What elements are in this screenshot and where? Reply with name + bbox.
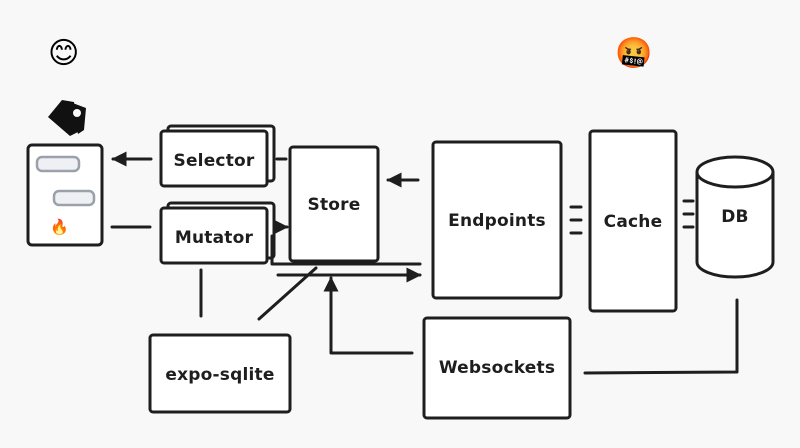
fire-icon: 🔥 [50, 218, 69, 236]
cache-label: Cache [604, 212, 663, 232]
connectors [110, 151, 739, 375]
cursing-face-icon: 🤬 [615, 36, 652, 70]
selector-node: Selector [159, 124, 276, 188]
mutator-label: Mutator [175, 228, 254, 248]
smiling-face-icon: 😊 [48, 37, 79, 70]
expo-sqlite-node: expo-sqlite [148, 333, 292, 414]
store-node: Store [288, 145, 380, 263]
selector-label: Selector [174, 151, 255, 171]
line-db-to-websockets [583, 298, 739, 375]
endpoints-label: Endpoints [448, 211, 546, 231]
cache-node: Cache [588, 129, 678, 313]
arrow-websockets-to-store [323, 276, 414, 355]
websockets-label: Websockets [439, 358, 555, 378]
store-label: Store [308, 195, 361, 215]
database-cylinder-icon: DB [695, 155, 775, 279]
app-logo-icon [48, 100, 86, 136]
endpoints-node: Endpoints [431, 140, 563, 300]
line-sqlite-to-store [257, 266, 318, 321]
expo-sqlite-label: expo-sqlite [165, 365, 274, 385]
line-mutator-to-endpoints [270, 234, 422, 266]
db-label: DB [721, 207, 748, 227]
phone-screen: 🔥 [26, 143, 104, 247]
websockets-node: Websockets [422, 316, 572, 420]
mutator-node: Mutator [159, 201, 276, 265]
